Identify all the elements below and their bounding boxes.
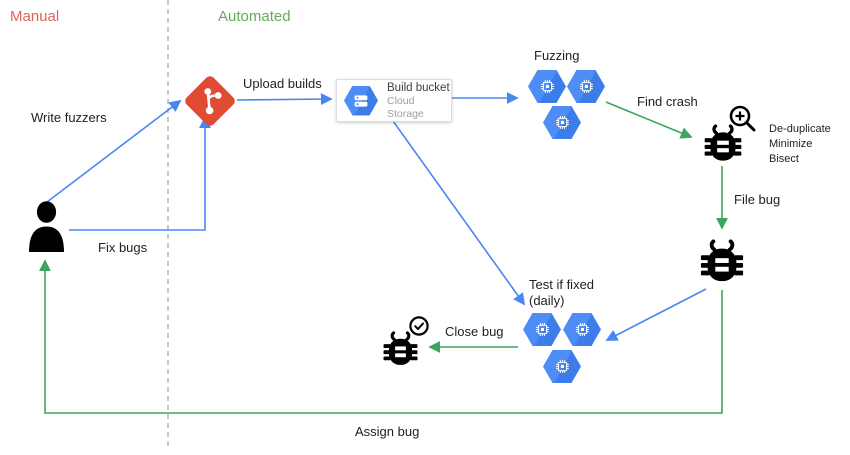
arrow-upload-builds	[236, 93, 333, 106]
magnifier-plus-icon	[729, 105, 756, 132]
label-dedupe-minimize-bisect: De-duplicate Minimize Bisect	[769, 122, 831, 167]
section-label-automated: Automated	[218, 8, 291, 25]
person-icon	[29, 201, 64, 252]
arrow-bug-to-test	[605, 288, 707, 341]
section-label-manual: Manual	[10, 8, 60, 25]
build-bucket-card: Build bucket Cloud Storage	[336, 79, 452, 122]
bug-icon	[704, 124, 742, 161]
arrow-find-crash	[605, 101, 693, 139]
label-dedupe-line2: Minimize	[769, 138, 813, 150]
build-bucket-subtitle: Cloud Storage	[387, 94, 424, 120]
label-file-bug: File bug	[734, 192, 781, 207]
label-dedupe-line1: De-duplicate	[769, 123, 831, 135]
label-assign-bug: Assign bug	[355, 424, 420, 439]
label-test-if-fixed: Test if fixed (daily)	[529, 277, 594, 309]
label-fix-bugs: Fix bugs	[98, 240, 148, 255]
label-test-if-fixed-line1: Test if fixed	[529, 277, 595, 292]
label-find-crash: Find crash	[637, 94, 698, 109]
git-logo-branch-icon	[204, 88, 222, 115]
arrow-bucket-to-test	[392, 120, 526, 306]
bug-icon	[700, 239, 744, 282]
label-dedupe-line3: Bisect	[769, 153, 799, 165]
arrow-fix-bugs	[69, 116, 211, 231]
check-circle-icon	[409, 316, 429, 336]
bug-icon	[383, 331, 418, 365]
build-bucket-title: Build bucket	[387, 81, 450, 94]
label-test-if-fixed-line2: (daily)	[529, 293, 565, 308]
label-upload-builds: Upload builds	[243, 76, 322, 91]
label-write-fuzzers: Write fuzzers	[31, 110, 107, 125]
cloud-storage-hexagon-icon	[344, 85, 378, 116]
label-fuzzing: Fuzzing	[534, 48, 580, 63]
arrow-write-fuzzers	[46, 99, 182, 203]
arrow-assign-bug	[39, 259, 723, 414]
label-close-bug: Close bug	[445, 324, 504, 339]
